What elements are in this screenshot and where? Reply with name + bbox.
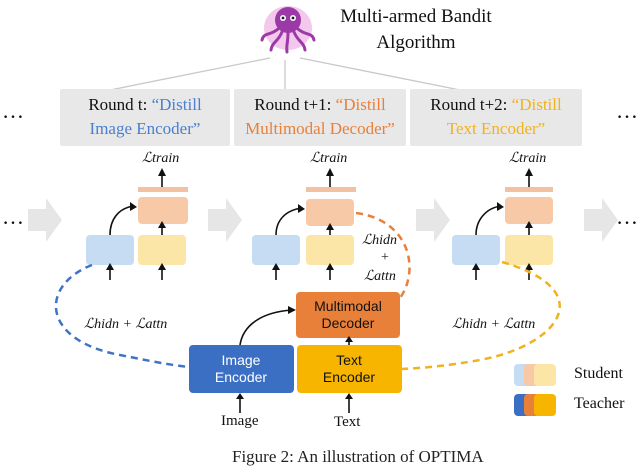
round-t2-target: Text Encoder” <box>446 119 546 138</box>
dash-orange <box>355 211 411 299</box>
round-t2-prefix: Round t+2: <box>430 95 512 114</box>
teacher-arrows <box>239 309 350 413</box>
flow-arrow-3 <box>416 198 450 242</box>
flow-arrow-4 <box>584 198 618 242</box>
flow-arrow-2 <box>208 198 242 242</box>
round-t-quote: “Distill <box>151 95 202 114</box>
figure-caption: Figure 2: An illustration of OPTIMA <box>232 447 484 466</box>
round-t-target: Image Encoder” <box>89 119 201 138</box>
round-box-t2: Round t+2: “Distill Text Encoder” <box>410 89 582 146</box>
student-group-3 <box>452 187 553 265</box>
legend-teacher-label: Teacher <box>574 395 625 412</box>
teacher-blocks <box>189 292 402 393</box>
input-text: Text <box>334 414 361 430</box>
round-t1-prefix: Round t+1: <box>254 95 336 114</box>
round-t2-quote: “Distill <box>511 95 562 114</box>
student-group-1 <box>86 187 188 265</box>
bandit-links <box>109 57 461 91</box>
title-line-2: Algorithm <box>376 32 456 53</box>
round-t-prefix: Round t: <box>88 95 152 114</box>
loss-train-1: ℒtrain <box>142 151 180 166</box>
round-box-t: Round t: “Distill Image Encoder” <box>60 89 230 146</box>
loss-hidn-attn-right: ℒhidn + ℒattn <box>452 317 536 332</box>
image-encoder-label: Image Encoder <box>214 352 268 385</box>
ellipsis-mid-right: … <box>616 204 639 229</box>
loss-train-2: ℒtrain <box>310 151 348 166</box>
student-group-2 <box>252 187 356 265</box>
text-encoder-label: Text Encoder <box>322 352 376 385</box>
ellipsis-top-right: … <box>616 98 639 123</box>
dash-yellow <box>401 260 561 371</box>
arrow-heads <box>106 168 533 270</box>
round-t1-target: Multimodal Decoder” <box>245 119 395 138</box>
ellipsis-top-left: … <box>2 98 25 123</box>
legend-student-label: Student <box>574 365 623 382</box>
loss-hidn: ℒhidn <box>362 233 397 248</box>
input-image: Image <box>221 413 259 429</box>
loss-plus: + <box>381 250 389 265</box>
ellipsis-mid-left: … <box>2 204 25 229</box>
title-line-1: Multi-armed Bandit <box>340 6 492 27</box>
dash-blue <box>54 263 190 369</box>
flow-arrow-1 <box>28 198 62 242</box>
legend-student-swatch <box>514 364 556 386</box>
octopus-icon <box>260 6 316 54</box>
loss-attn: ℒattn <box>364 269 396 284</box>
legend-teacher-swatch <box>514 394 556 416</box>
loss-hidn-attn-left: ℒhidn + ℒattn <box>84 317 168 332</box>
loss-train-3: ℒtrain <box>509 151 547 166</box>
round-t1-quote: “Distill <box>335 95 386 114</box>
decoder-label: Multimodal Decoder <box>314 298 382 331</box>
round-box-t1: Round t+1: “Distill Multimodal Decoder” <box>234 89 406 146</box>
